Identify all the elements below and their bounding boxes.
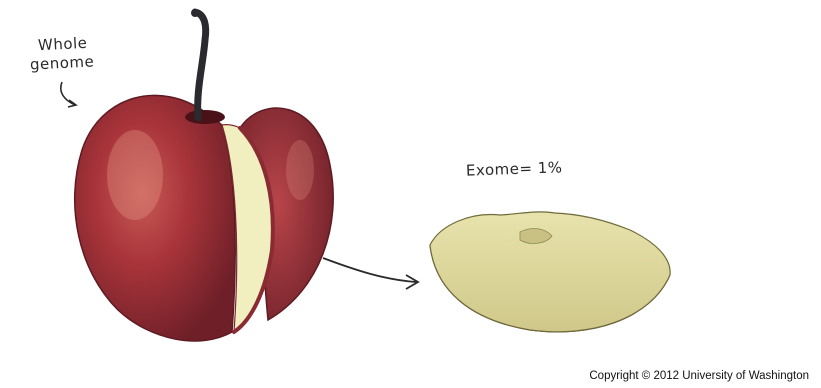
apple-stem	[195, 12, 206, 118]
arrow-right-icon	[323, 258, 416, 282]
copyright-text: Copyright © 2012 University of Washingto…	[589, 370, 809, 382]
apple-highlight	[107, 130, 163, 220]
whole-genome-label-line2: genome	[30, 53, 95, 73]
slice-flesh	[430, 212, 670, 332]
apple-highlight-2	[286, 140, 314, 200]
apple-body	[75, 95, 235, 341]
stem-cavity	[185, 110, 225, 124]
whole-pointer-icon	[61, 82, 75, 105]
exome-label: Exome= 1%	[466, 159, 563, 179]
whole-genome-label-line1: Whole	[38, 35, 88, 55]
